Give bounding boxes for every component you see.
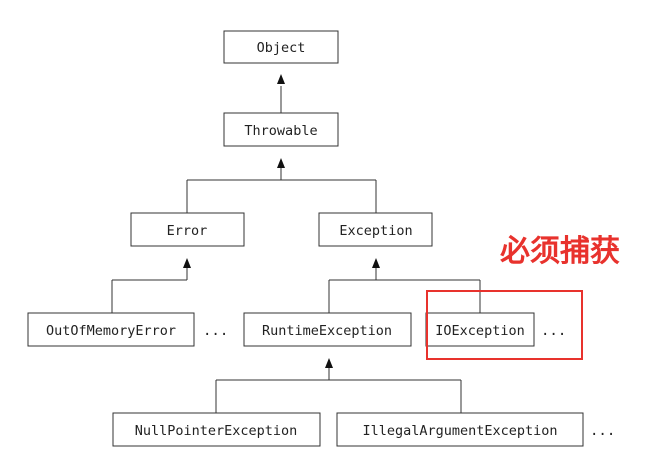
node-null-pointer-exception: NullPointerException (112, 412, 321, 447)
node-out-of-memory-error: OutOfMemoryError (27, 312, 195, 347)
node-object-label: Object (257, 40, 306, 56)
arrow-to-object (277, 74, 285, 84)
node-error: Error (130, 212, 245, 247)
node-runtime-exception-label: RuntimeException (262, 323, 392, 339)
node-io-exception: IOException (425, 312, 535, 347)
ellipsis-after-out-of-memory-error: ... (203, 323, 228, 339)
node-object: Object (223, 30, 339, 64)
node-illegal-argument-exception: IllegalArgumentException (336, 412, 584, 447)
node-illegal-argument-exception-label: IllegalArgumentException (362, 423, 557, 439)
node-throwable: Throwable (223, 112, 339, 147)
arrow-to-throwable (277, 158, 285, 168)
arrow-to-runtime-exception (325, 358, 333, 368)
node-exception: Exception (318, 212, 433, 247)
node-out-of-memory-error-label: OutOfMemoryError (46, 323, 176, 339)
must-catch-annotation: 必须捕获 (500, 234, 620, 269)
node-null-pointer-exception-label: NullPointerException (135, 423, 298, 439)
edges (111, 74, 481, 413)
node-error-label: Error (167, 223, 208, 239)
node-throwable-label: Throwable (244, 123, 317, 139)
arrow-to-error (183, 258, 191, 268)
node-runtime-exception: RuntimeException (243, 312, 412, 347)
must-catch-highlight-box (426, 290, 583, 360)
node-io-exception-label: IOException (435, 323, 524, 339)
ellipsis-after-illegal-argument-exception: ... (590, 423, 615, 439)
ellipsis-after-io-exception: ... (541, 323, 566, 339)
arrow-to-exception (372, 258, 380, 268)
node-exception-label: Exception (339, 223, 412, 239)
